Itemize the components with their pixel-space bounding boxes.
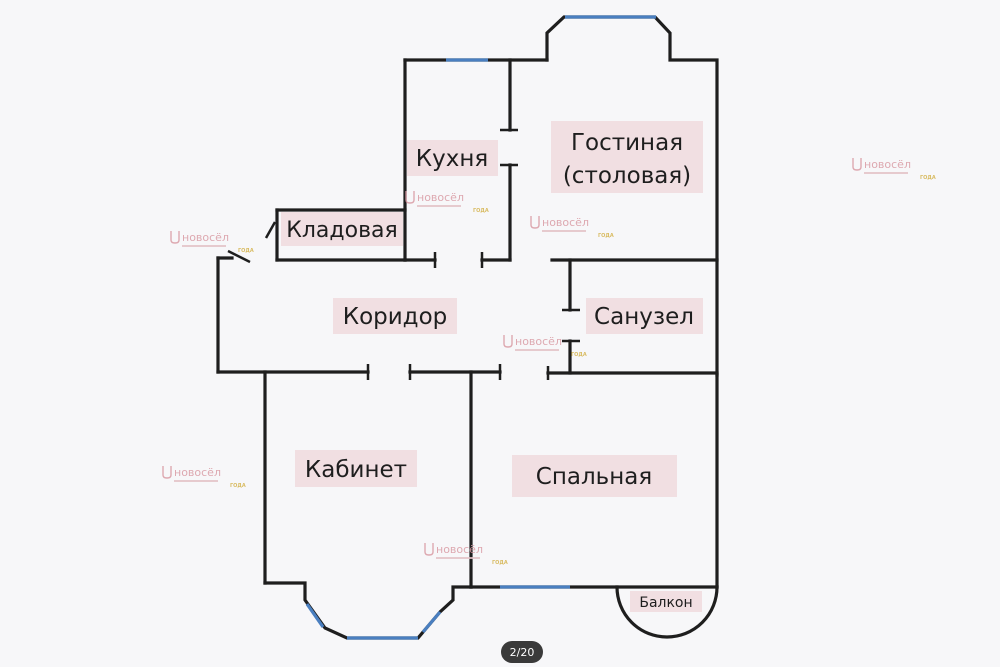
label-bedroom: Спальная — [512, 455, 677, 497]
svg-text:новосёл: новосёл — [864, 158, 911, 171]
balcony-label: Балкон — [639, 595, 692, 611]
page-counter: 2/20 — [501, 641, 543, 663]
label-balcony: Балкон — [630, 591, 702, 612]
living-label-line2: (столовая) — [563, 163, 691, 189]
bedroom-label: Спальная — [536, 464, 652, 490]
label-corridor: Коридор — [333, 298, 457, 334]
corridor-label: Коридор — [343, 304, 448, 330]
watermark: новосёл ГОДА — [530, 216, 614, 239]
svg-text:ГОДА: ГОДА — [598, 233, 614, 239]
watermark: новосёл ГОДА — [424, 543, 508, 566]
svg-text:ГОДА: ГОДА — [492, 560, 508, 566]
house-logo-icon — [162, 466, 172, 479]
svg-text:ГОДА: ГОДА — [920, 175, 936, 181]
svg-text:ГОДА: ГОДА — [238, 248, 254, 254]
office-label: Кабинет — [305, 457, 407, 483]
svg-text:новосёл: новосёл — [515, 335, 562, 348]
storage-label: Кладовая — [286, 218, 398, 243]
house-logo-icon — [530, 216, 540, 229]
room-labels: Кухня Гостиная (столовая) Кладовая Корид… — [281, 121, 703, 612]
house-logo-icon — [170, 231, 180, 244]
watermark: новосёл ГОДА — [170, 231, 254, 254]
watermarks: новосёл ГОДА новосёл ГОДА новосёл ГОДА н… — [162, 158, 936, 566]
watermark: новосёл ГОДА — [852, 158, 936, 181]
svg-text:новосёл: новосёл — [436, 543, 483, 556]
label-kitchen: Кухня — [407, 140, 498, 176]
svg-text:ГОДА: ГОДА — [473, 208, 489, 214]
label-living: Гостиная (столовая) — [551, 121, 703, 193]
watermark: новосёл ГОДА — [162, 466, 246, 489]
svg-text:новосёл: новосёл — [417, 191, 464, 204]
watermark: новосёл ГОДА — [503, 335, 587, 358]
bathroom-label: Санузел — [594, 304, 694, 330]
svg-text:ГОДА: ГОДА — [571, 352, 587, 358]
house-logo-icon — [405, 191, 415, 204]
walls — [216, 15, 719, 640]
living-label-line1: Гостиная — [571, 130, 683, 156]
label-office: Кабинет — [295, 450, 417, 487]
house-logo-icon — [503, 335, 513, 348]
svg-text:новосёл: новосёл — [542, 216, 589, 229]
svg-text:ГОДА: ГОДА — [230, 483, 246, 489]
house-logo-icon — [852, 158, 862, 171]
watermark: новосёл ГОДА — [405, 191, 489, 214]
svg-text:новосёл: новосёл — [174, 466, 221, 479]
label-storage: Кладовая — [281, 212, 403, 246]
label-bathroom: Санузел — [586, 298, 703, 334]
house-logo-icon — [424, 543, 434, 556]
svg-text:новосёл: новосёл — [182, 231, 229, 244]
windows — [305, 15, 656, 640]
kitchen-label: Кухня — [416, 146, 488, 172]
